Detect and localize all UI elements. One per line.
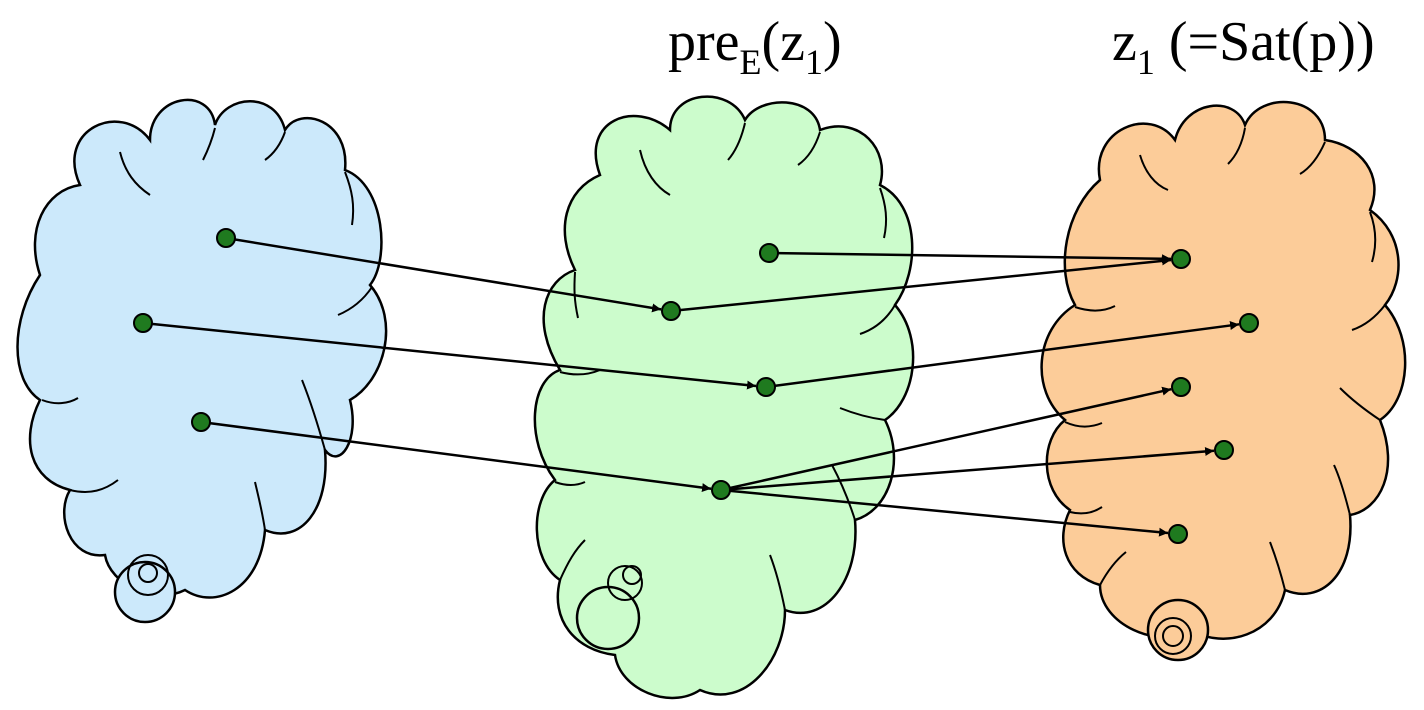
- left-bubble-large: [113, 560, 177, 624]
- z1-sat-label: z1 (=Sat(p)): [1112, 11, 1375, 80]
- transition-arrow: [670, 256, 1172, 313]
- left-cloud-shape: [16, 98, 388, 599]
- right-cloud-shape: [1040, 100, 1407, 640]
- left-states: [133, 228, 236, 432]
- state-dot: [1168, 524, 1188, 544]
- right-states: [1168, 249, 1259, 544]
- pre-label-sub: E: [739, 42, 762, 82]
- left-cloud: [16, 98, 388, 624]
- middle-cloud: [533, 95, 915, 700]
- middle-states: [661, 243, 779, 500]
- pre-e-z1-label: preE(z1): [668, 11, 842, 80]
- right-bubble-large: [1146, 598, 1210, 662]
- transition-arrow: [720, 386, 1172, 492]
- state-dot: [1171, 377, 1191, 397]
- z1-label-rest: (=Sat(p)): [1154, 11, 1375, 73]
- transition-edges: [142, 236, 1240, 537]
- state-dot: [756, 377, 776, 397]
- state-dot: [759, 243, 779, 263]
- transition-arrow: [768, 251, 1172, 264]
- state-dot: [191, 412, 211, 432]
- pre-label-arg-sub: 1: [805, 42, 824, 82]
- transition-arrow: [142, 321, 757, 390]
- transition-arrow: [720, 447, 1215, 492]
- state-dot: [1239, 313, 1259, 333]
- pre-label-arg-open: (z: [761, 11, 806, 73]
- middle-bubble-large: [575, 585, 641, 651]
- state-dot: [216, 228, 236, 248]
- state-dot: [661, 301, 681, 321]
- transition-arrow: [765, 321, 1240, 389]
- middle-cloud-shape: [533, 95, 915, 700]
- z1-label-sub: 1: [1136, 42, 1155, 82]
- state-dot: [1214, 440, 1234, 460]
- right-cloud: [1040, 100, 1407, 662]
- pre-label-arg-close: ): [823, 11, 842, 73]
- transition-arrow: [200, 420, 712, 492]
- transition-arrow: [720, 488, 1169, 537]
- transition-arrow: [225, 236, 662, 313]
- state-dot: [711, 480, 731, 500]
- z1-label-base: z: [1112, 11, 1137, 73]
- pre-label-base: pre: [668, 11, 740, 73]
- state-dot: [1171, 249, 1191, 269]
- state-dot: [133, 313, 153, 333]
